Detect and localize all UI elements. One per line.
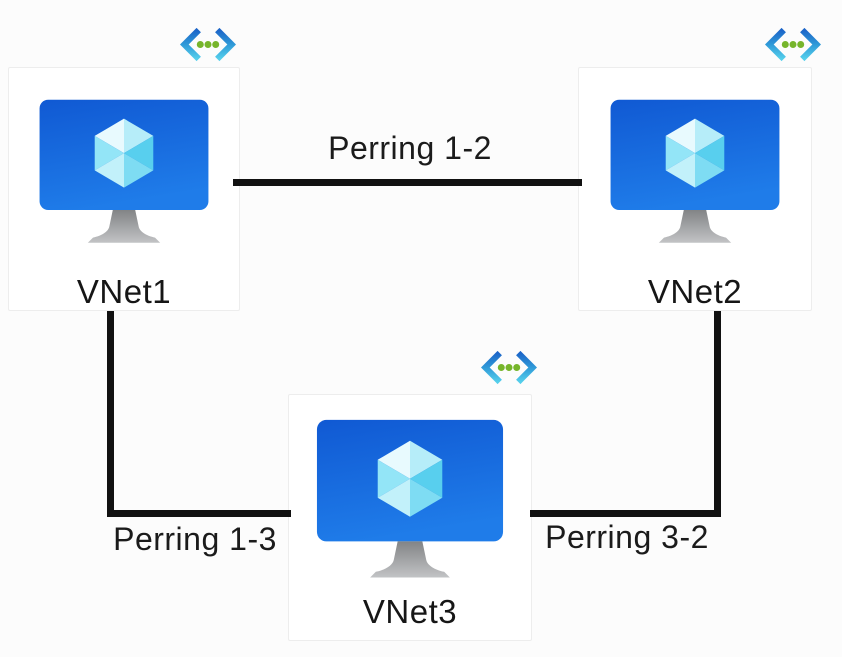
monitor-stand	[87, 210, 161, 243]
virtual-network-icon	[481, 350, 537, 385]
peering-3-2-line-vertical	[714, 311, 721, 517]
vnet-monitor-icon	[39, 99, 209, 243]
vnet-monitor-icon	[610, 99, 780, 243]
monitor-stand	[370, 541, 450, 578]
cube-glyph	[665, 118, 725, 188]
peering-1-2-label: Perring 1-2	[328, 130, 492, 166]
vnet2-label: VNet2	[647, 273, 743, 311]
vnet3-label: VNet3	[362, 593, 458, 630]
virtual-network-icon	[765, 27, 821, 62]
peering-1-3-line-vertical	[107, 311, 114, 517]
peering-1-3-line-horizontal	[107, 510, 291, 517]
peering-3-2-label: Perring 3-2	[545, 519, 709, 555]
vnet1-card: VNet1	[8, 67, 240, 311]
vnet3-card: VNet3	[288, 394, 532, 641]
peering-1-3-label: Perring 1-3	[113, 521, 277, 557]
vnet2-card: VNet2	[578, 67, 812, 311]
virtual-network-icon	[180, 27, 236, 62]
vnet-monitor-icon	[316, 419, 504, 578]
monitor-stand	[658, 210, 732, 243]
cube-glyph	[94, 118, 154, 188]
vnet1-label: VNet1	[76, 273, 172, 311]
cube-glyph	[377, 440, 443, 517]
peering-1-2-line	[233, 179, 582, 186]
peering-3-2-line-horizontal	[530, 510, 721, 517]
